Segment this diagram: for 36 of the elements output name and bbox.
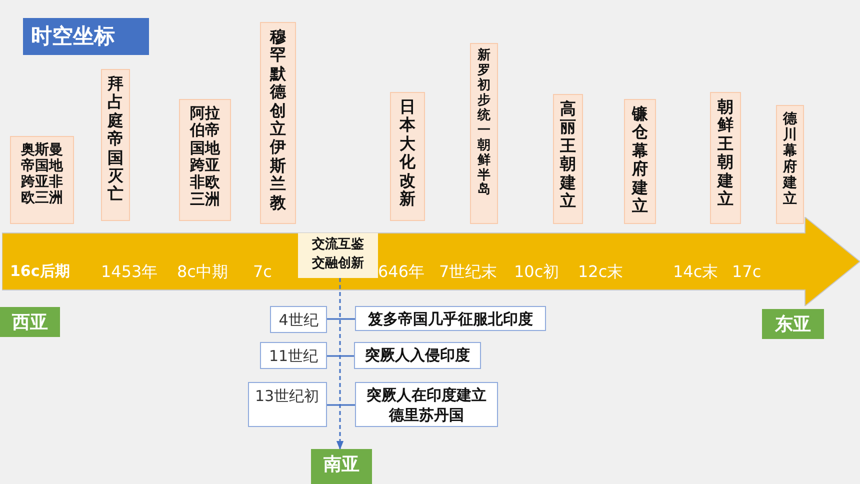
event-box: 新罗初步统一朝鲜半岛 [470,43,498,224]
theme-box: 交流互鉴交融创新 [298,233,378,278]
event-box: 拜占庭帝国灭亡 [101,69,130,221]
event-box: 日本大化改新 [390,92,425,221]
time-label: 12c末 [578,262,624,283]
event-box: 镰仓幕府建立 [624,99,656,224]
time-label: 16c后期 [10,262,70,281]
event-box: 突厥人在印度建立德里苏丹国 [355,382,498,427]
event-box: 穆罕默德创立伊斯兰教 [260,22,296,224]
time-label: 17c [732,262,762,281]
event-box: 奥斯曼帝国地跨亚非欧三洲 [10,136,74,224]
event-box: 笈多帝国几乎征服北印度 [355,306,546,331]
time-label: 646年 [378,262,425,283]
time-label: 1453年 [101,262,158,283]
connector-line [327,404,355,406]
date-box: 11世纪 [260,342,327,369]
date-box: 13世纪初 [248,382,327,427]
connector-line [327,318,355,320]
connector-line [327,355,354,357]
region-label: 西亚 [0,307,60,337]
dashed-arrow [336,278,344,450]
time-label: 8c中期 [177,262,228,283]
event-box: 朝鲜王朝建立 [710,92,741,224]
event-box: 德川幕府建立 [776,105,804,224]
time-label: 14c末 [673,262,718,283]
date-box: 4世纪 [270,306,327,333]
title-banner: 时空坐标 [23,18,149,55]
time-label: 7世纪末 [439,262,498,283]
event-box: 高丽王朝建立 [553,94,583,224]
region-label: 南亚 [311,449,372,484]
time-label: 10c初 [514,262,560,283]
region-label: 东亚 [762,309,824,339]
timeline-arrow [2,217,860,306]
event-box: 阿拉伯帝国地跨亚非欧三洲 [179,99,231,221]
event-box: 突厥人入侵印度 [354,342,481,369]
time-label: 7c [253,262,272,281]
